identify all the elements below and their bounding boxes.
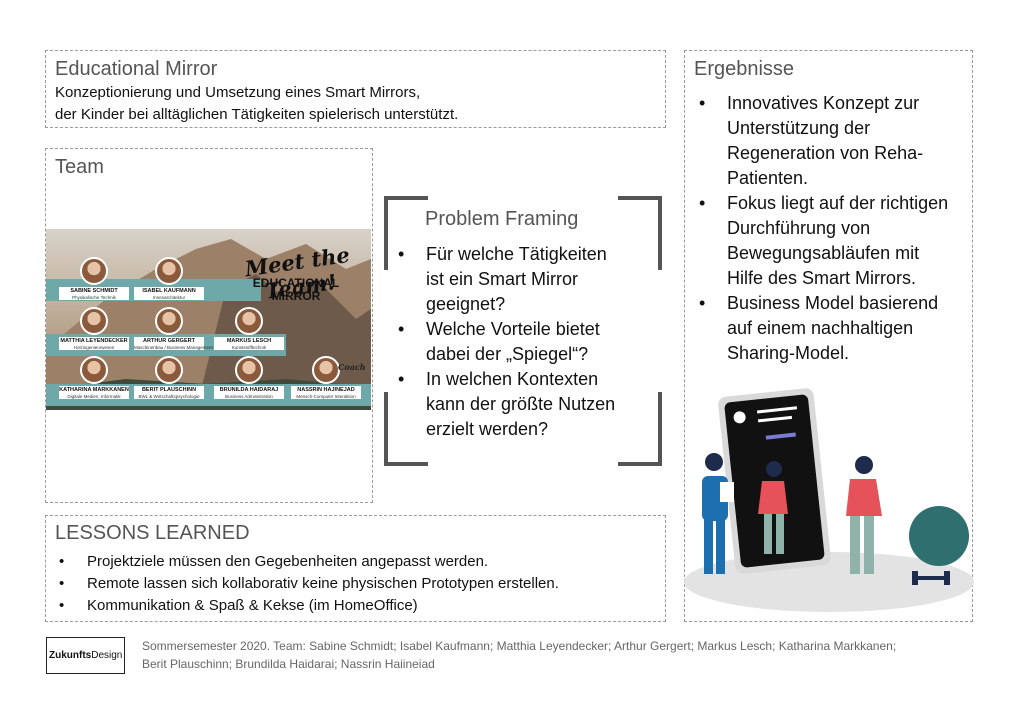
member-role: Maschinenbau / Business Management [134,345,213,350]
list-item: Welche Vorteile bietet dabei der „Spiege… [396,317,646,367]
list-item-line: Hilfe des Smart Mirrors. [727,268,917,288]
ergebnisse-title: Ergebnisse [694,58,795,80]
bracket-bottom-left [384,392,428,466]
list-item: Fokus liegt auf der richtigen Durchführu… [697,191,969,291]
zukunftsdesign-logo: ZukunftsDesign [46,637,125,674]
list-item-line: Sharing-Model. [727,343,850,363]
list-item: Innovatives Konzept zur Unterstützung de… [697,91,969,191]
list-item-line: In welchen Kontexten [426,369,599,389]
ergebnisse-box: Ergebnisse [684,50,973,622]
list-item-line: auf einem nachhaltigen [727,318,914,338]
list-item-line: Welche Vorteile bietet [426,319,600,339]
list-item-line: Patienten. [727,168,809,188]
member-name: NASSRIN HAJINEJAD [291,386,361,394]
header-box: Educational Mirror Konzeptionierung und … [45,50,666,128]
member-role: Kunststofftechnik [214,345,284,350]
member-role: Physikalische Technik [59,295,129,300]
problem-framing-list: Für welche Tätigkeiten ist ein Smart Mir… [396,242,646,442]
ergebnisse-list: Innovatives Konzept zur Unterstützung de… [697,91,969,366]
avatar [80,356,108,384]
list-item-line: kann der größte Nutzen [426,394,616,414]
problem-framing-title: Problem Framing [425,208,579,230]
member-role: Business Administration [214,394,284,399]
footer-credits-line-1: Sommersemester 2020. Team: Sabine Schmid… [142,639,897,653]
lessons-list: Projektziele müssen den Gegebenheiten an… [57,551,657,617]
logo-regular: Design [91,650,123,661]
avatar [80,307,108,335]
description-line-2: der Kinder bei alltäglichen Tätigkeiten … [55,106,459,123]
member-name: ARTHUR GERGERT [134,337,204,345]
member-name: MATTHIA LEYENDECKER [59,337,129,345]
member-role: Innenarchitektur [134,295,204,300]
logo-bold: Zukunfts [49,650,92,661]
footer-credits-line-2: Berit Plauschinn; Brundilda Haidarai; Na… [142,657,435,671]
coach-tag: Coach [338,362,366,372]
member-name: ISABEL KAUFMANN [134,287,204,295]
list-item: Remote lassen sich kollaborativ keine ph… [57,573,657,595]
list-item-line: Unterstützung der [727,118,871,138]
list-item: Business Model basierend auf einem nachh… [697,291,969,366]
avatar [235,307,263,335]
list-item: Für welche Tätigkeiten ist ein Smart Mir… [396,242,646,317]
list-item-line: erzielt werden? [426,419,549,439]
project-title: Educational Mirror [55,58,218,80]
list-item-line: Bewegungsabläufen mit [727,243,920,263]
avatar [155,307,183,335]
smart-mirror-illustration [684,388,974,612]
description-line-1: Konzeptionierung und Umsetzung eines Sma… [55,84,421,101]
list-item-line: Fokus liegt auf der richtigen [727,193,949,213]
project-description: Konzeptionierung und Umsetzung eines Sma… [55,82,458,126]
team-title: Team [55,156,104,178]
bracket-top-right [618,196,662,270]
team-box: Team [45,148,373,503]
list-item: Projektziele müssen den Gegebenheiten an… [57,551,657,573]
list-item: Kommunikation & Spaß & Kekse (im HomeOff… [57,595,657,617]
bracket-top-left [384,196,428,270]
lessons-title: LESSONS LEARNED [55,522,250,544]
collage-subtitle-2: MIRROR [271,289,321,303]
avatar [312,356,340,384]
member-name: SABINE SCHMIDT [59,287,129,295]
list-item-line: Regeneration von Reha- [727,143,924,163]
list-item-line: Innovatives Konzept zur [727,93,920,113]
list-item-line: Business Model basierend [727,293,939,313]
team-collage-image: Meet the Team! EDUCATIONAL MIRROR SABINE… [46,229,371,410]
collage-subtitle-1: EDUCATIONAL [252,276,340,290]
member-role: Holzingenieurwesen [59,345,129,350]
member-role: BWL & Wirtschaftspsychologie [134,394,204,399]
member-role: Digitale Medien, Informatik [59,394,129,399]
member-name: BRUNILDA HAIDARAJ [214,386,284,394]
list-item-line: ist ein Smart Mirror [426,269,579,289]
member-name: KATHARINA MARKKANEN [59,386,129,394]
collage-subtitle: EDUCATIONAL MIRROR [231,277,361,303]
list-item: In welchen Kontexten kann der größte Nut… [396,367,646,442]
avatar [155,257,183,285]
list-item-line: dabei der „Spiegel“? [426,344,589,364]
list-item-line: Durchführung von [727,218,871,238]
lessons-box: LESSONS LEARNED [45,515,666,622]
list-item-line: geeignet? [426,294,506,314]
list-item-line: Für welche Tätigkeiten [426,244,607,264]
footer-credits: Sommersemester 2020. Team: Sabine Schmid… [142,637,896,673]
bracket-bottom-right [618,392,662,466]
avatar [155,356,183,384]
member-name: BERIT PLAUSCHINN [134,386,204,394]
avatar [80,257,108,285]
member-role: Mensch-Computer Interaktion [291,394,361,399]
member-name: MARKUS LESCH [214,337,284,345]
avatar [235,356,263,384]
